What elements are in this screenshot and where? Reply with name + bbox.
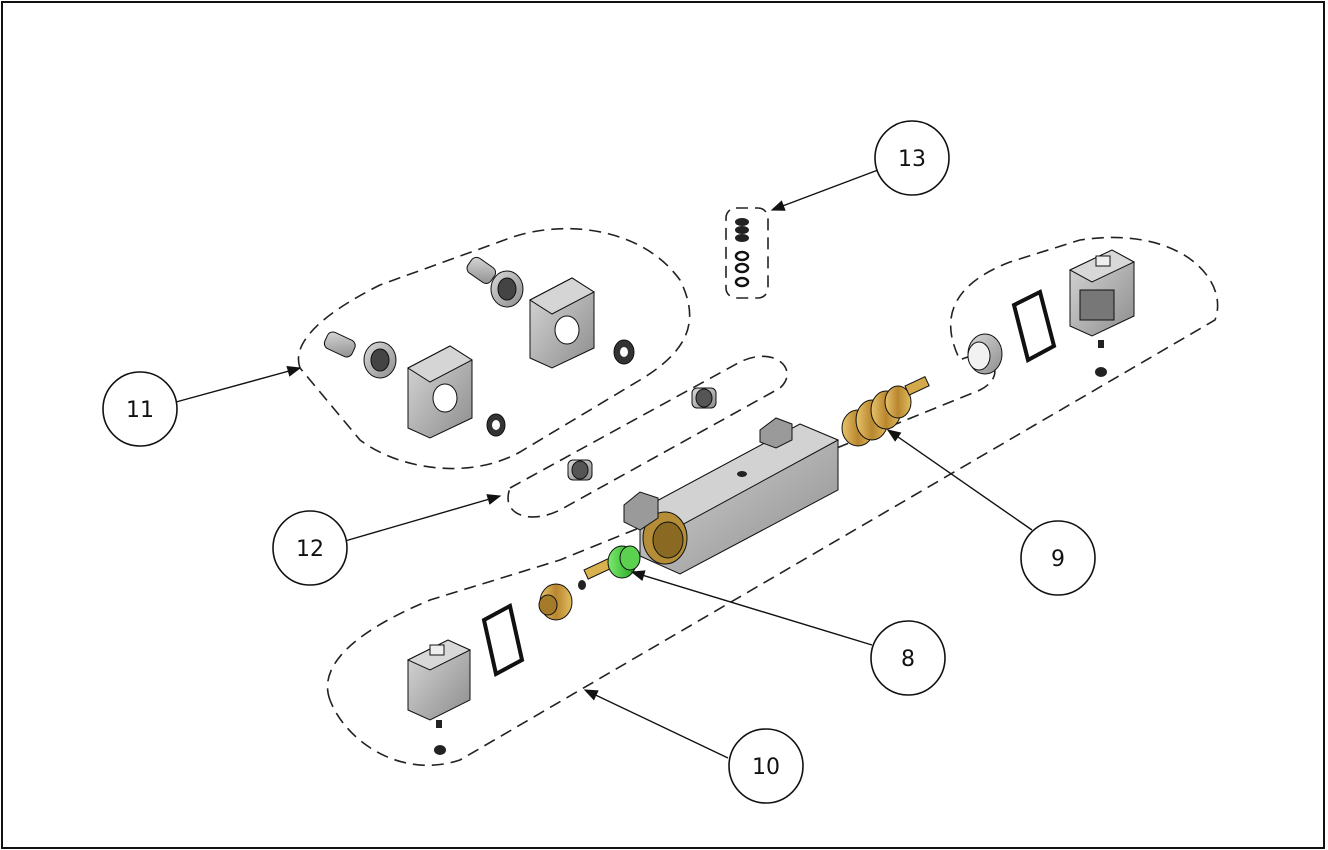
leader-line-8 (630, 570, 873, 646)
leader-line-10 (583, 689, 729, 759)
callout-13: 13 (874, 120, 950, 196)
square-escutcheon (529, 277, 595, 369)
washer (434, 745, 446, 755)
screw (1098, 340, 1104, 348)
square-gasket (1011, 289, 1057, 363)
green-cartridge (578, 545, 641, 590)
group-10-outline (326, 236, 1219, 766)
brass-thermostatic-cartridge (841, 376, 930, 447)
callout-12: 12 (272, 510, 348, 586)
svg-text:10: 10 (752, 755, 780, 780)
square-escutcheon (407, 345, 473, 439)
leader-line-12 (344, 494, 502, 542)
leader-line-11 (175, 365, 302, 403)
svg-text:12: 12 (296, 537, 324, 562)
chrome-cap (967, 333, 1003, 375)
screw (436, 720, 442, 728)
callout-9: 9 (1020, 520, 1096, 596)
leader-line-13 (770, 169, 879, 211)
valve-body (623, 417, 840, 575)
brass-nut (538, 583, 573, 621)
callout-11: 11 (102, 371, 178, 447)
leader-line-9 (886, 429, 1033, 531)
svg-text:11: 11 (126, 398, 154, 423)
callout-10: 10 (728, 728, 804, 804)
group-11-outline (297, 227, 691, 470)
callout-8: 8 (870, 620, 946, 696)
check-valve-insert (691, 387, 717, 409)
square-gasket (481, 602, 525, 678)
check-valve-insert (567, 459, 593, 481)
elbow-fitting (466, 256, 524, 308)
washer (1095, 367, 1107, 377)
group-13-outline (725, 207, 769, 299)
elbow-fitting (323, 331, 397, 379)
o-ring-stack (734, 218, 750, 288)
handle-cube (406, 639, 472, 721)
svg-text:13: 13 (898, 147, 926, 172)
svg-text:8: 8 (901, 647, 915, 672)
washer-hole (492, 420, 500, 430)
washer-hole (620, 347, 628, 357)
handle-cube-open (1068, 249, 1136, 337)
group-12-outline (507, 355, 788, 518)
svg-text:9: 9 (1051, 547, 1065, 572)
